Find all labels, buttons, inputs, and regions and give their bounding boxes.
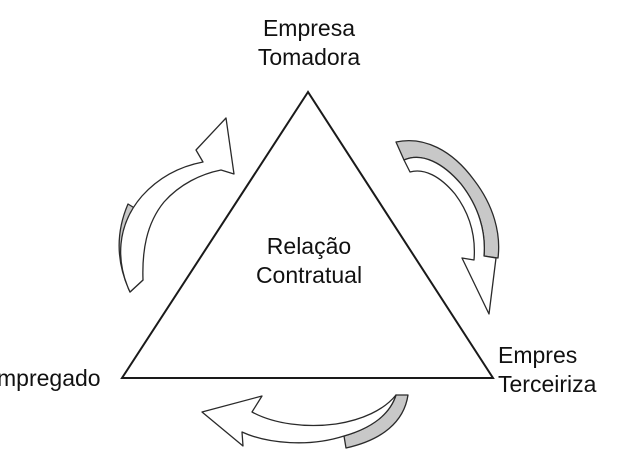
- left-node-text: mpregado: [0, 365, 101, 391]
- top-node-line1: Empresa: [262, 15, 356, 41]
- center-line2: Contratual: [255, 262, 363, 288]
- center-label: Relação Contratual: [224, 232, 394, 290]
- center-line1: Relação: [266, 233, 352, 259]
- right-curved-arrow: [395, 140, 500, 315]
- right-node-line2: Terceiriza: [498, 371, 597, 397]
- left-node-label: mpregado: [0, 364, 101, 393]
- top-node-line2: Tomadora: [257, 44, 361, 70]
- top-node-label: Empresa Tomadora: [222, 14, 396, 72]
- left-curved-arrow: [118, 117, 235, 293]
- bottom-curved-arrow: [201, 394, 409, 449]
- right-node-line1: Empres: [498, 342, 578, 368]
- right-node-label: Empres Terceiriza: [498, 341, 620, 399]
- relationship-triangle: [120, 90, 495, 379]
